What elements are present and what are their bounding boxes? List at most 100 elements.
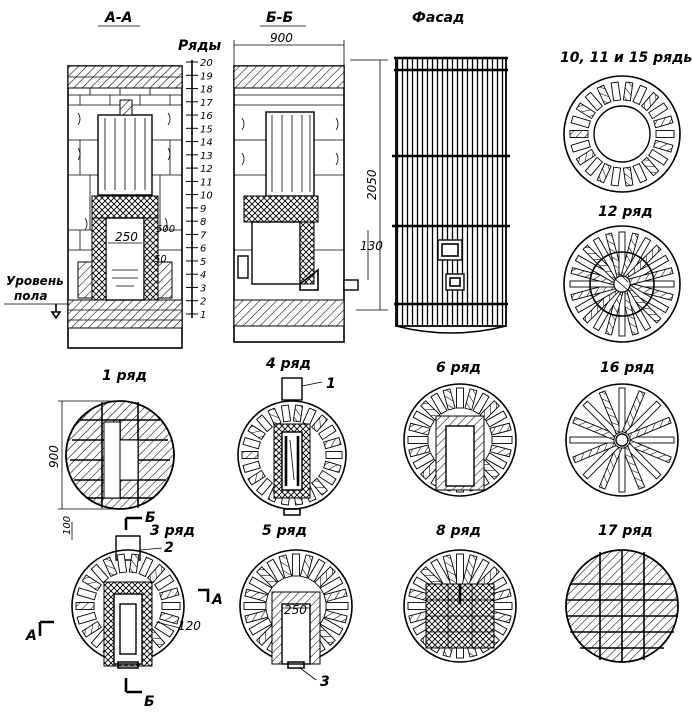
floor-label-line1: Уровень	[6, 274, 64, 288]
radial-slot	[292, 553, 300, 577]
row-number: 5	[200, 257, 206, 268]
radial-slot	[161, 602, 181, 610]
radial-slot	[255, 477, 274, 496]
radial-slot	[618, 387, 626, 433]
plan-r4: 1	[237, 376, 347, 516]
radial-slot	[430, 392, 448, 415]
row-number: 11	[200, 177, 213, 188]
dim-900-top: 900	[270, 31, 293, 45]
facade-title: Фасад	[412, 10, 464, 26]
radial-slot	[575, 102, 596, 120]
radial-slot	[266, 558, 285, 583]
radial-slot	[489, 422, 512, 436]
radial-slot	[485, 410, 508, 428]
radial-slot	[489, 444, 512, 458]
section-aa-title: А-А	[104, 10, 132, 26]
radial-slot	[598, 390, 623, 435]
radial-slot	[244, 588, 269, 603]
row-number: 17	[200, 98, 213, 109]
plan-label-r8: 8 ряд	[436, 523, 481, 539]
dim-100: 100	[62, 516, 73, 535]
section-bb: Б-Б 900 2050 130	[233, 10, 388, 343]
radial-slot	[584, 91, 604, 112]
radial-slot	[582, 400, 620, 438]
radial-slot	[569, 436, 615, 444]
row-plans: 10, 11 и 15 ряды 12 ряд 1 ряд 900 4	[25, 50, 692, 710]
plan-label-r6: 6 ряд	[436, 360, 481, 376]
radial-slot	[242, 460, 261, 474]
radial-slot	[628, 267, 674, 286]
radial-slot	[323, 588, 348, 603]
radial-slot	[278, 554, 293, 579]
radial-slot	[632, 84, 648, 106]
section-mark-a-right: А	[211, 592, 223, 608]
radial-slot	[456, 387, 464, 409]
radial-slot	[584, 156, 604, 177]
radial-slot	[154, 620, 175, 638]
rows-label: Ряды	[178, 38, 222, 54]
dim-50: 50	[154, 254, 167, 265]
section-mark-b-top: Б	[145, 510, 156, 526]
radial-slot	[618, 447, 626, 493]
callout-3: 3	[320, 674, 330, 690]
radial-slot	[76, 611, 97, 625]
radial-slot	[622, 166, 634, 187]
dim-250-row5: 250	[284, 603, 307, 617]
bb-inner-chamber	[265, 111, 315, 197]
row-number: 8	[200, 217, 206, 228]
radial-slot	[323, 609, 348, 624]
radial-slot	[90, 563, 110, 584]
radial-slot	[407, 436, 429, 444]
plan-label-r10-11-15: 10, 11 и 15 ряды	[560, 50, 692, 66]
dim-130: 130	[360, 239, 383, 253]
section-mark-a-left: А	[25, 628, 37, 644]
row-number: 7	[200, 230, 207, 241]
plan-r6	[403, 383, 517, 497]
radial-slot	[569, 130, 589, 138]
plan-r16	[565, 383, 679, 497]
radial-slot	[653, 115, 674, 129]
radial-slot	[491, 436, 513, 444]
radial-slot	[248, 576, 273, 595]
radial-slot	[640, 91, 660, 112]
radial-slot	[248, 617, 273, 636]
row-number: 18	[200, 85, 213, 96]
bb-door	[237, 255, 249, 279]
radial-slot	[412, 452, 435, 470]
radial-slot	[624, 442, 662, 480]
radial-slot	[408, 422, 431, 436]
radial-slot	[610, 81, 622, 102]
row-number: 2	[200, 297, 206, 308]
radial-slot	[241, 451, 259, 459]
radial-slot	[570, 115, 591, 129]
section-bb-title: Б-Б	[266, 10, 293, 26]
radial-slot	[412, 410, 435, 428]
row-number: 6	[200, 244, 206, 255]
radial-slot	[255, 414, 274, 433]
row-number: 20	[200, 58, 213, 69]
radial-slot	[159, 587, 180, 601]
radial-slot	[456, 553, 464, 587]
radial-slot	[267, 407, 282, 427]
radial-slot	[621, 390, 646, 435]
plan-r3: Б 100 2 120 А А Б	[25, 510, 223, 710]
dim-250-aa: 250	[115, 230, 138, 244]
radial-slot	[314, 566, 336, 588]
radial-slot	[325, 602, 349, 610]
radial-slot-ring	[569, 231, 675, 337]
radial-slot	[627, 439, 672, 464]
row-number: 19	[200, 71, 213, 82]
plan-label-r12: 12 ряд	[598, 204, 653, 220]
radial-slot	[408, 444, 431, 458]
radial-slot	[310, 414, 329, 433]
radial-slot	[653, 139, 674, 153]
floor-label-line2: пола	[14, 289, 47, 303]
radial-slot	[632, 162, 648, 184]
plan-label-r5: 5 ряд	[262, 523, 307, 539]
radial-slot	[242, 436, 261, 450]
row-number: 15	[200, 124, 213, 135]
plan-r8	[403, 549, 517, 663]
radial-slot	[159, 611, 180, 625]
plan-r5: 250 3	[239, 549, 353, 690]
